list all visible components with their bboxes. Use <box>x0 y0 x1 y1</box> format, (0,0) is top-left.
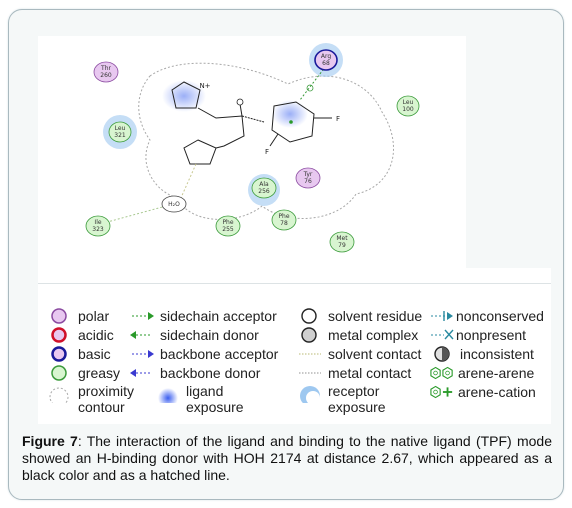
metal-contact-line-icon <box>298 364 322 382</box>
svg-text:Leu: Leu <box>403 99 414 106</box>
legend-polar: polar <box>48 307 109 325</box>
svg-text:Ala: Ala <box>259 181 269 188</box>
legend-metal-complex: metal complex <box>298 326 418 344</box>
figure-label: Figure 7 <box>22 433 78 449</box>
solvent-contact-line <box>99 205 167 225</box>
svg-text:Ile: Ile <box>94 219 101 226</box>
legend-greasy: greasy <box>48 364 120 382</box>
greasy-circle-icon <box>48 364 72 382</box>
svg-text:79: 79 <box>338 242 346 249</box>
solvent-residue-circle-icon <box>298 307 322 325</box>
nonconserved-arrow-icon <box>430 307 454 325</box>
sidechain-donor-arrow-icon <box>130 326 154 344</box>
legend-acidic: acidic <box>48 326 114 344</box>
polar-circle-icon <box>48 307 72 325</box>
legend-nonpresent: nonpresent <box>430 326 526 344</box>
sidechain-acceptor-arrow-icon <box>130 307 154 325</box>
legend-solvent-contact: solvent contact <box>298 345 421 363</box>
svg-text:260: 260 <box>100 72 112 79</box>
ligand-interaction-diagram: F F N+ H₂O Thr 260 Arg 68 Leu 100 Leu 32… <box>85 43 420 253</box>
svg-text:76: 76 <box>304 178 312 185</box>
figure-caption: Figure 7: The interaction of the ligand … <box>22 433 552 484</box>
inconsistent-circle-icon <box>430 345 454 363</box>
proximity-contour <box>138 62 394 220</box>
legend-sidechain-donor: sidechain donor <box>130 326 259 344</box>
basic-circle-icon <box>48 345 72 363</box>
fluorine-label-left: F <box>265 148 269 156</box>
svg-text:Arg: Arg <box>321 53 331 60</box>
metal-complex-circle-icon <box>298 326 322 344</box>
legend-basic: basic <box>48 345 111 363</box>
hbond-line-water <box>179 163 197 201</box>
caption-text: : The interaction of the ligand and bind… <box>22 433 552 483</box>
arene-arene-icon <box>430 364 456 382</box>
proximity-contour-icon <box>48 385 72 403</box>
backbone-acceptor-arrow-icon <box>130 345 154 363</box>
oxygen-atom <box>236 98 244 106</box>
legend-metal-contact: metal contact <box>298 364 411 382</box>
ligand-chain-bond <box>197 107 245 149</box>
svg-text:Thr: Thr <box>100 65 111 72</box>
legend-nonconserved: nonconserved <box>430 307 544 325</box>
solvent-contact-line-icon <box>298 345 322 363</box>
svg-text:Phe: Phe <box>278 213 289 220</box>
ligand-chain-bond <box>241 115 265 123</box>
legend-backbone-acceptor: backbone acceptor <box>130 345 278 363</box>
svg-text:256: 256 <box>258 188 270 195</box>
svg-text:68: 68 <box>322 60 330 67</box>
triazole-ring-top <box>171 81 201 109</box>
residue-phe-78: Phe 78 <box>271 209 297 231</box>
arene-cation-line <box>299 65 327 101</box>
residue-leu-100: Leu 100 <box>396 95 420 117</box>
legend-sidechain-acceptor: sidechain acceptor <box>130 307 277 325</box>
residue-ile-323: Ile 323 <box>85 215 111 237</box>
legend-solvent-residue: solvent residue <box>298 307 422 325</box>
svg-text:Tyr: Tyr <box>303 171 313 178</box>
svg-text:321: 321 <box>114 132 126 139</box>
residue-thr-260: Thr 260 <box>93 61 119 83</box>
residue-arg-68: Arg 68 <box>314 49 338 71</box>
receptor-exposure-halo-icon <box>298 385 322 403</box>
difluorophenyl-ring <box>271 101 315 143</box>
triazole-ring-bottom <box>183 139 217 165</box>
water-molecule <box>161 195 187 213</box>
svg-text:78: 78 <box>280 220 288 227</box>
svg-text:255: 255 <box>222 226 234 233</box>
legend-arene-cation: arene-cation <box>430 383 536 401</box>
arene-cation-icon <box>430 383 456 401</box>
residue-tyr-76: Tyr 76 <box>295 167 321 189</box>
ligand-exposure-glow <box>272 100 308 128</box>
diagram-strip <box>38 268 551 284</box>
svg-text:Leu: Leu <box>115 125 126 132</box>
svg-text:100: 100 <box>402 106 414 113</box>
fluorine-label-right: F <box>336 115 340 123</box>
residue-met-79: Met 79 <box>329 231 355 253</box>
svg-text:Met: Met <box>336 235 348 242</box>
fluorine-bond <box>269 133 279 147</box>
ligand-exposure-glow-icon <box>156 385 180 403</box>
residue-leu-321: Leu 321 <box>108 121 132 143</box>
arene-cation-marker <box>306 84 314 92</box>
residue-phe-255: Phe 255 <box>215 215 241 237</box>
legend-inconsistent: inconsistent <box>430 345 534 363</box>
legend-arene-arene: arene-arene <box>430 364 534 382</box>
residue-ala-256: Ala 256 <box>251 177 277 199</box>
water-label: H₂O <box>168 201 180 208</box>
nitrogen-plus-label: N+ <box>199 82 210 90</box>
svg-text:Phe: Phe <box>222 219 233 226</box>
legend-backbone-donor: backbone donor <box>130 364 260 382</box>
svg-text:323: 323 <box>92 226 104 233</box>
nonpresent-x-icon <box>430 326 454 344</box>
hydroxyl-bond <box>239 103 243 117</box>
acidic-circle-icon <box>48 326 72 344</box>
backbone-donor-arrow-icon <box>130 364 154 382</box>
arene-center <box>289 120 293 124</box>
